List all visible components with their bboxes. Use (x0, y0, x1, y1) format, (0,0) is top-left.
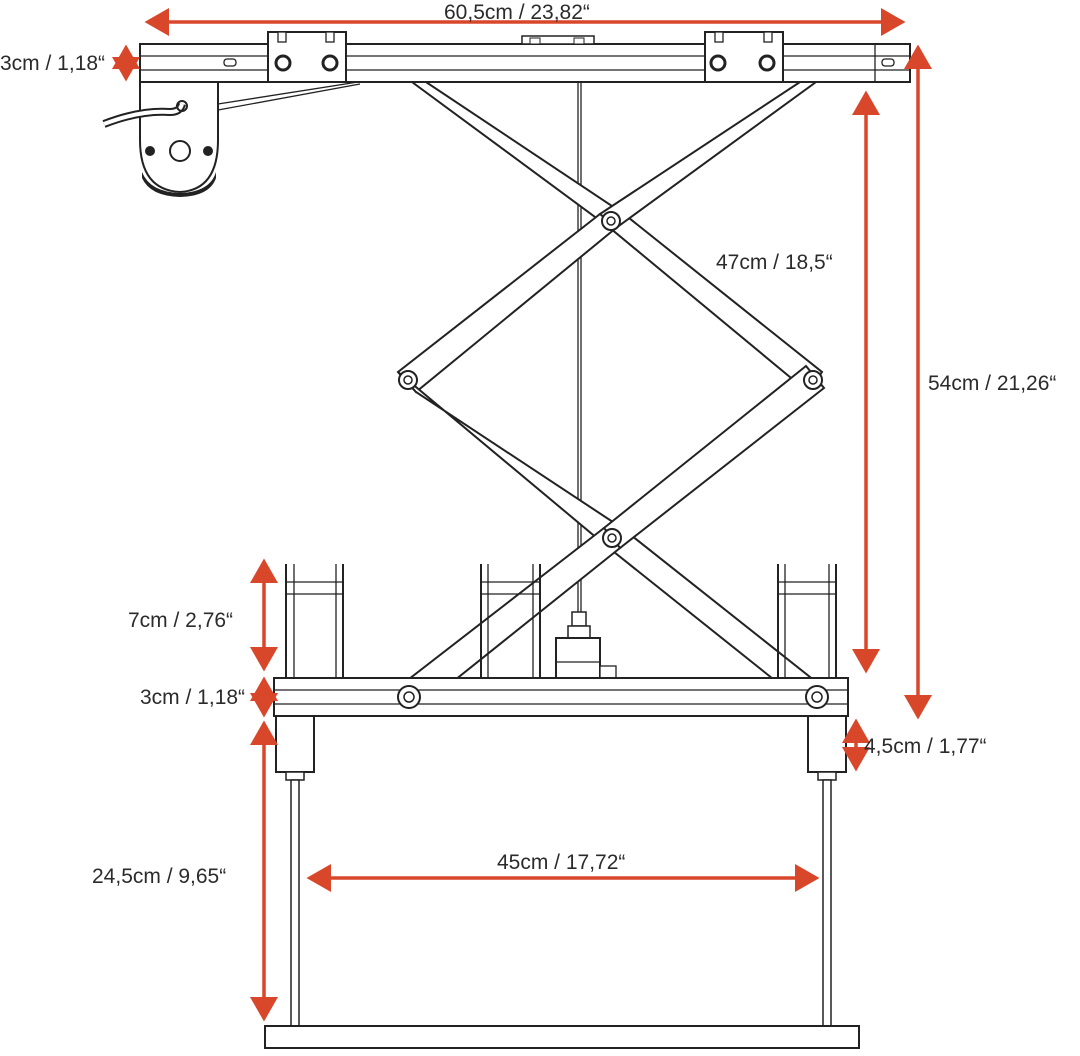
bottom-plate (264, 1025, 860, 1049)
label-total-height: 54cm / 21,26“ (928, 372, 1057, 395)
foot-right (807, 715, 847, 781)
scissor-pivots (398, 211, 823, 548)
platform-pivots (397, 685, 829, 709)
top-rail (139, 43, 911, 83)
lower-platform (273, 677, 849, 717)
top-center-bracket (521, 35, 595, 45)
label-scissor-extension: 47cm / 18,5“ (716, 251, 833, 274)
cable-clamp (555, 611, 617, 679)
rod-right (822, 779, 832, 1027)
foot-left (275, 715, 315, 781)
rod-left (290, 779, 300, 1027)
label-rod-length: 24,5cm / 9,65“ (92, 865, 227, 888)
label-total-width: 60,5cm / 23,82“ (444, 1, 590, 24)
bracket-left (285, 564, 344, 678)
bracket-center (480, 564, 541, 678)
top-mount-plate-right (704, 31, 784, 83)
label-rail-height: 3cm / 1,18“ (0, 52, 106, 75)
label-platform-height: 3cm / 1,18“ (140, 686, 246, 709)
label-foot-height: 4,5cm / 1,77“ (864, 735, 987, 758)
bracket-right (777, 564, 837, 678)
motor-housing (102, 81, 361, 197)
label-rod-spacing: 45cm / 17,72“ (497, 851, 626, 874)
dimension-arrows (112, 8, 932, 1022)
center-cable (577, 82, 582, 618)
label-bracket-height: 7cm / 2,76“ (128, 609, 234, 632)
top-mount-plate-left (267, 31, 347, 83)
